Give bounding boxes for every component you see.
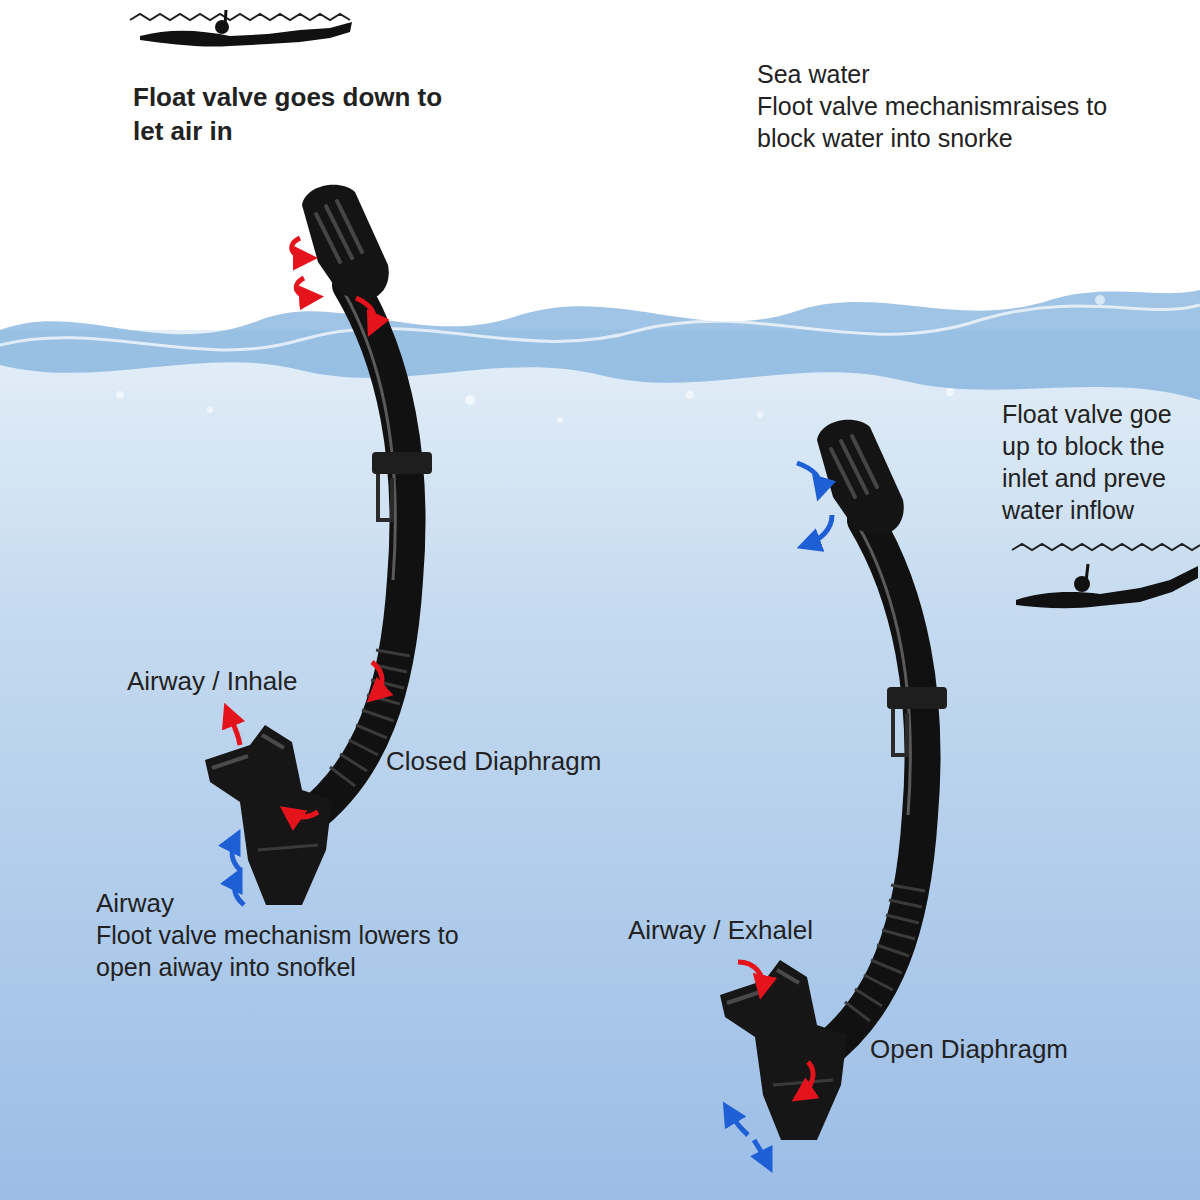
swimmer-silhouette	[140, 22, 352, 47]
flow-label: Airway / Exhalel	[628, 914, 813, 946]
snorkel-right	[720, 420, 947, 1140]
flow-label: Airway / Inhale	[127, 665, 298, 697]
snorkel-left	[205, 185, 432, 905]
swimmer-snorkel	[225, 10, 226, 26]
water-surface	[0, 290, 1200, 400]
wave-line	[1012, 544, 1200, 550]
water-flow-arrows	[232, 463, 832, 1164]
callout-note: Float valve goe up to block the inlet an…	[1002, 398, 1196, 526]
sea-water	[0, 330, 1200, 1200]
callout-heading: Sea water	[757, 58, 870, 90]
swimmer-head	[215, 20, 229, 34]
swimmer-silhouette	[1016, 566, 1198, 608]
part-label: Closed Diaphragm	[386, 745, 601, 777]
callout-note: Floot valve mechanismraises to block wat…	[757, 90, 1129, 154]
flow-label: Airway	[96, 887, 174, 919]
bubbles	[116, 295, 1105, 423]
part-label: Open Diaphragm	[870, 1033, 1068, 1065]
surface-highlight	[0, 305, 1200, 350]
swimmer-snorkel	[1086, 564, 1088, 582]
wave-line	[130, 14, 350, 20]
scene-caption: Float valve goes down to let air in	[133, 80, 453, 148]
callout-note: Floot valve mechanism lowers to open aiw…	[96, 919, 468, 983]
